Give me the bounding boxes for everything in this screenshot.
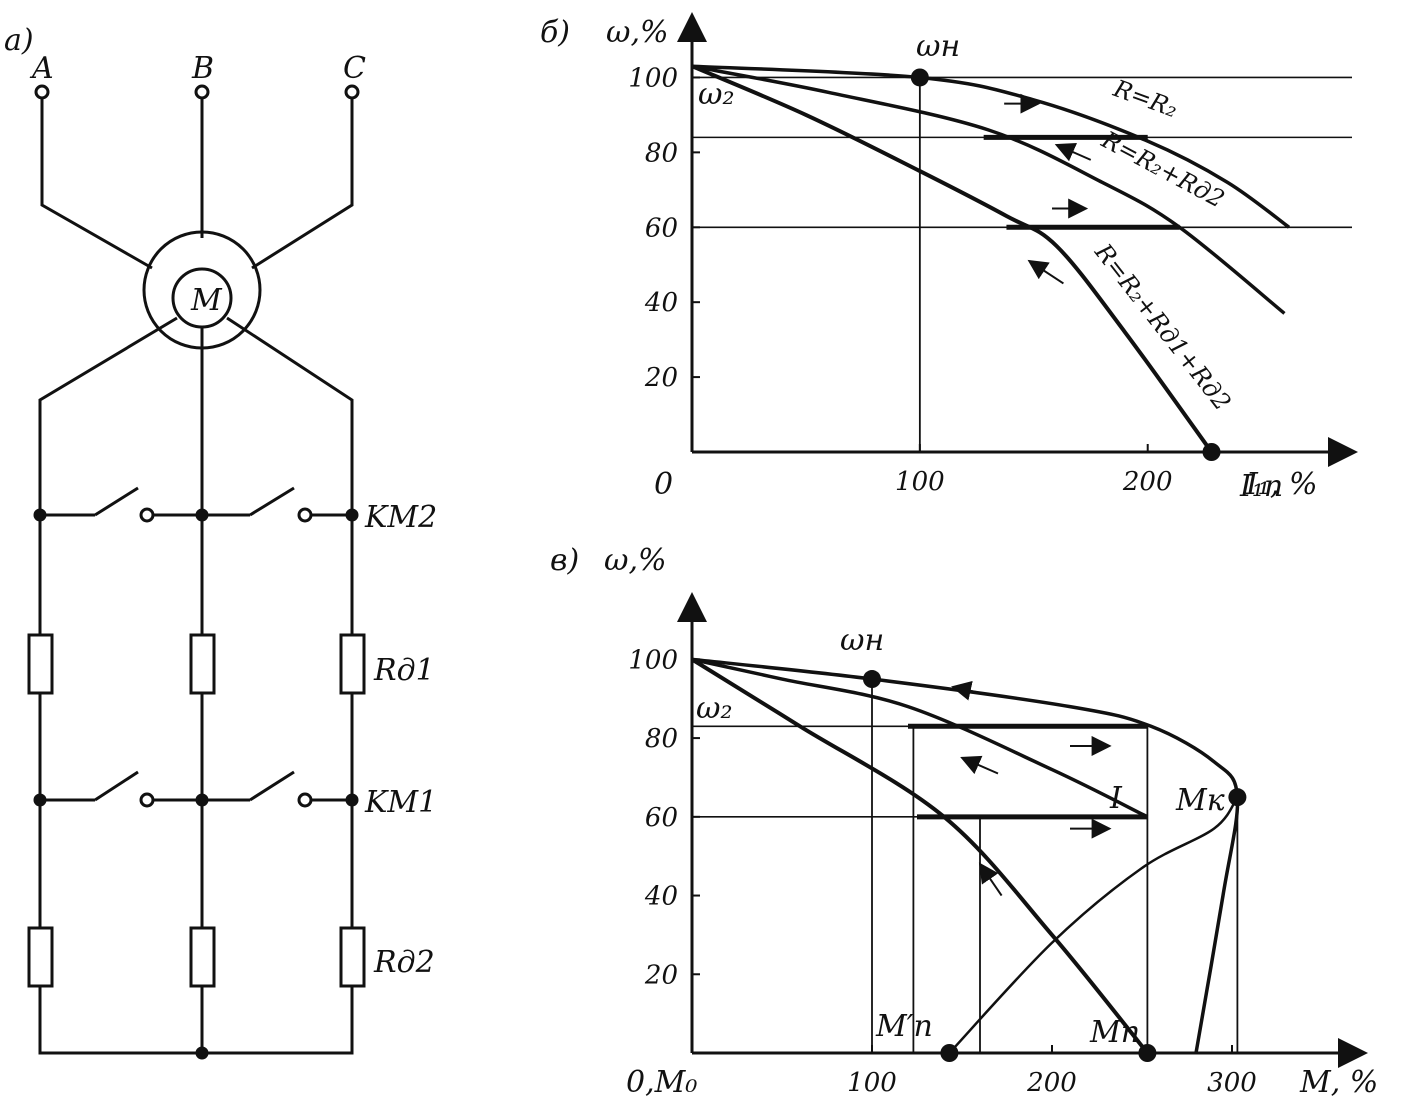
resistor-rd2-b-icon (189, 926, 216, 988)
contactor-km2-label: KM2 (364, 500, 437, 535)
x-tick-label: 200 (1122, 467, 1173, 497)
chart-c-ylabel: ω,% (604, 543, 667, 578)
y-tick-label: 80 (645, 138, 678, 168)
chart-b-ylabel: ω,% (606, 15, 669, 50)
y-tick-label: 100 (628, 63, 678, 93)
resistor-rd2-a-icon (27, 926, 54, 988)
direction-arrow (960, 755, 999, 775)
x-tick-label: 200 (1026, 1068, 1077, 1098)
chart-b-point-start-current-label: I₁п (1239, 469, 1283, 504)
current-speed-chart: б) ω,% I₁, % 0 20 40 60 80 100 100 200 ωн ω₂ I… (540, 12, 1358, 504)
torque-speed-chart: в) ω,% M, % 0,M₀ 20 40 60 80 100 100 200 300 ωн… (550, 543, 1378, 1100)
chart-b-curve-label-1: R=R₂ (1109, 74, 1181, 123)
terminal-a-icon (34, 84, 50, 100)
resistor-rd1-c-icon (339, 633, 366, 695)
circuit-schematic: а) A B C M KM2 (4, 23, 437, 1060)
direction-arrow (951, 680, 990, 701)
chart-b-origin: 0 (654, 467, 673, 502)
chart-b-curve-label-2: R=R₂+Rд2 (1096, 125, 1229, 213)
panel-a-label: а) (4, 23, 34, 58)
marker-point (910, 68, 929, 87)
y-tick-label: 40 (644, 288, 678, 318)
terminal-b-icon (194, 84, 210, 100)
chart-c-point-omega2-label: ω₂ (696, 691, 733, 726)
phase-c-label: C (343, 51, 366, 86)
direction-arrow (978, 862, 1003, 897)
chart-c-point-critical-label: Mк (1175, 783, 1225, 818)
direction-arrow (1054, 142, 1092, 162)
terminal-c-icon (344, 84, 360, 100)
x-tick-label: 100 (847, 1068, 897, 1098)
series-line (691, 64, 1291, 229)
chart-c-origin: 0,M₀ (626, 1065, 697, 1100)
direction-arrow (1027, 259, 1064, 285)
resistor-rd1-label: Rд1 (373, 653, 435, 688)
marker-point (1202, 443, 1221, 461)
motor-label: M (190, 283, 223, 318)
resistor-rd1-a-icon (27, 633, 54, 695)
phase-b-label: B (191, 51, 214, 86)
chart-b-curve-label-3: R=R₂+Rд1+Rд2 (1089, 238, 1237, 416)
y-tick-label: 60 (645, 213, 678, 243)
contactor-km1-label: KM1 (364, 785, 437, 820)
y-tick-label: 80 (645, 724, 678, 754)
phase-a-label: A (29, 51, 54, 86)
x-tick-label: 300 (1207, 1068, 1257, 1098)
x-tick-label: 100 (895, 467, 945, 497)
series-line (691, 64, 1286, 315)
marker-point (1228, 788, 1247, 807)
series-line (691, 657, 1149, 819)
resistor-rd2-label: Rд2 (373, 945, 435, 980)
resistor-rd1-b-icon (189, 633, 216, 695)
y-tick-label: 60 (645, 803, 678, 833)
panel-b-label: б) (540, 15, 570, 50)
chart-b-plot: 20 40 60 80 100 100 200 (628, 12, 1358, 497)
chart-b-point-omega2-label: ω₂ (698, 77, 735, 112)
chart-c-point-start-label: Mп (1089, 1015, 1140, 1050)
marker-point (940, 1044, 959, 1062)
chart-c-point-start-prime-label: M′п (875, 1009, 933, 1044)
chart-c-point-rated-label: ωн (840, 623, 884, 658)
chart-c-xlabel: M, % (1299, 1065, 1378, 1100)
series-line (690, 657, 1149, 1055)
chart-b-point-rated-label: ωн (916, 29, 960, 64)
panel-c-label: в) (550, 543, 579, 578)
marker-point (1138, 1044, 1157, 1062)
chart-c-plot: 20 40 60 80 100 100 200 300 (628, 592, 1368, 1098)
y-tick-label: 20 (644, 363, 678, 393)
y-tick-label: 100 (628, 645, 678, 675)
y-tick-label: 40 (644, 882, 678, 912)
chart-b-xlabel: I₁, % (1245, 467, 1317, 502)
chart-c-curve-number: I (1109, 781, 1123, 816)
y-tick-label: 20 (644, 960, 678, 990)
series-line (691, 657, 1240, 1054)
marker-point (863, 670, 881, 689)
series-line (948, 796, 1239, 1054)
series-line (691, 64, 1214, 454)
resistor-rd2-c-icon (339, 926, 366, 988)
